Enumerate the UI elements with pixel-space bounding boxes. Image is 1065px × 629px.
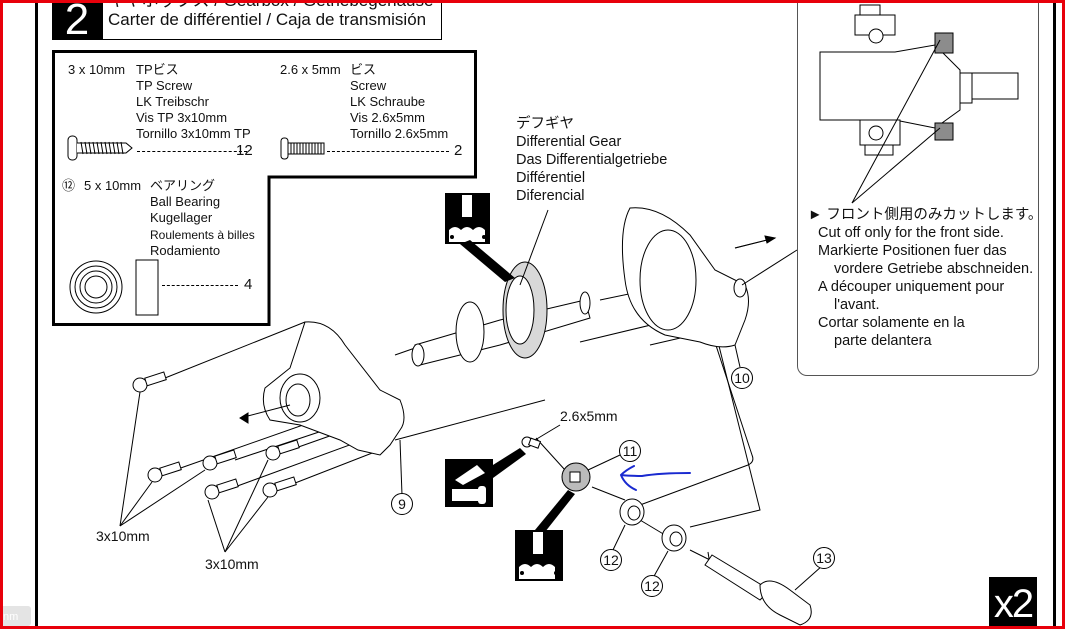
differential-gear-label: デフギヤ Differential Gear Das Differentialg…	[516, 115, 667, 205]
guide-line	[164, 321, 306, 379]
part-quantity: 4	[244, 276, 253, 293]
callout-line-fr-1: A découper uniquement pour	[818, 279, 1005, 295]
part-name-de: LK Schraube	[350, 94, 426, 109]
callout-line-de-1: Markierte Positionen fuer das	[818, 243, 1007, 259]
grease-symbol-icon	[445, 193, 515, 282]
quantity-multiplier-badge: x2	[989, 577, 1037, 629]
label-en: Differential Gear	[516, 134, 622, 150]
parts-list-box: 3 x 10mm TPビス TP Screw LK Treibschr Vis …	[52, 50, 477, 326]
part-number-11: 11	[619, 440, 641, 462]
label-fr: Différentiel	[516, 170, 586, 186]
part-name-es: Tornillo 2.6x5mm	[350, 126, 449, 141]
part-name-fr: Roulements à billes	[150, 228, 255, 242]
title-line-1: ギヤボックス / Gearbox / Getriebegehäuse	[108, 0, 434, 10]
grease-symbol-icon	[515, 490, 575, 581]
quantity-leader	[137, 151, 247, 152]
quantity-leader	[327, 151, 449, 152]
part-size: 3 x 10mm	[68, 62, 126, 77]
screw-size-label: 3x10mm	[205, 556, 259, 572]
part-name-en: TP Screw	[136, 78, 193, 93]
part-name-jp: ビス	[350, 62, 377, 77]
corner-tab[interactable]: nm	[0, 606, 31, 626]
callout-line-jp: ► フロント側用のみカットします。	[808, 207, 1043, 223]
part-name-de: LK Treibschr	[136, 94, 209, 109]
threadlock-symbol-icon	[445, 448, 526, 507]
part-name-fr: Vis 2.6x5mm	[350, 110, 425, 125]
part-quantity: 12	[236, 142, 253, 159]
ball-bearing-icon	[69, 259, 159, 316]
parts-box-outline	[52, 50, 477, 326]
part-name-jp: TPビス	[136, 62, 179, 77]
part-quantity: 2	[454, 142, 463, 159]
part-name-en: Ball Bearing	[150, 194, 221, 209]
callout-line-de-2: vordere Getriebe abschneiden.	[834, 261, 1034, 277]
part-name-en: Screw	[350, 78, 387, 93]
cut-instruction-callout	[797, 0, 1039, 376]
title-line-2: Carter de différentiel / Caja de transmi…	[108, 10, 427, 29]
label-de: Das Differentialgetriebe	[516, 152, 668, 168]
handwritten-arrow-annotation	[620, 465, 691, 491]
tapping-screw-icon	[67, 135, 133, 161]
machine-screw-icon	[280, 137, 325, 160]
part-name-es: Tornillo 3x10mm TP	[136, 126, 251, 141]
screw-size-label: 2.6x5mm	[560, 408, 618, 424]
part-name-jp: ベアリング	[150, 178, 216, 193]
cut-instruction-text: ► フロント側用のみカットします。 Cut off only for the f…	[808, 206, 1042, 350]
part-name-fr: Vis TP 3x10mm	[136, 110, 228, 125]
step-number-badge: 2	[52, 0, 102, 42]
part-size: 5 x 10mm	[84, 178, 142, 193]
page-margin-line	[35, 0, 38, 629]
cut-detail-drawing	[819, 4, 1019, 204]
screw-size-label: 3x10mm	[96, 528, 150, 544]
part-number: ⑫	[62, 178, 76, 193]
label-es: Diferencial	[516, 188, 585, 204]
part-name-es: Rodamiento	[150, 243, 221, 258]
part-number-13: 13	[813, 547, 835, 569]
part-number-12: 12	[600, 549, 622, 571]
callout-line-fr-2: l'avant.	[834, 297, 880, 313]
callout-line-es-2: parte delantera	[834, 333, 932, 349]
quantity-leader	[162, 285, 238, 286]
page-edge-line	[1053, 0, 1056, 629]
part-name-de: Kugellager	[150, 210, 213, 225]
part-size: 2.6 x 5mm	[280, 62, 341, 77]
label-jp: デフギヤ	[516, 116, 574, 132]
part-number-9: 9	[391, 493, 413, 515]
callout-line-es-1: Cortar solamente en la	[818, 315, 965, 331]
screw-icons	[132, 371, 542, 500]
part-number-10: 10	[731, 367, 753, 389]
part-number-12: 12	[641, 575, 663, 597]
callout-line-en: Cut off only for the front side.	[818, 225, 1004, 241]
step-title: ギヤボックス / Gearbox / Getriebegehäuse Carte…	[102, 0, 442, 40]
